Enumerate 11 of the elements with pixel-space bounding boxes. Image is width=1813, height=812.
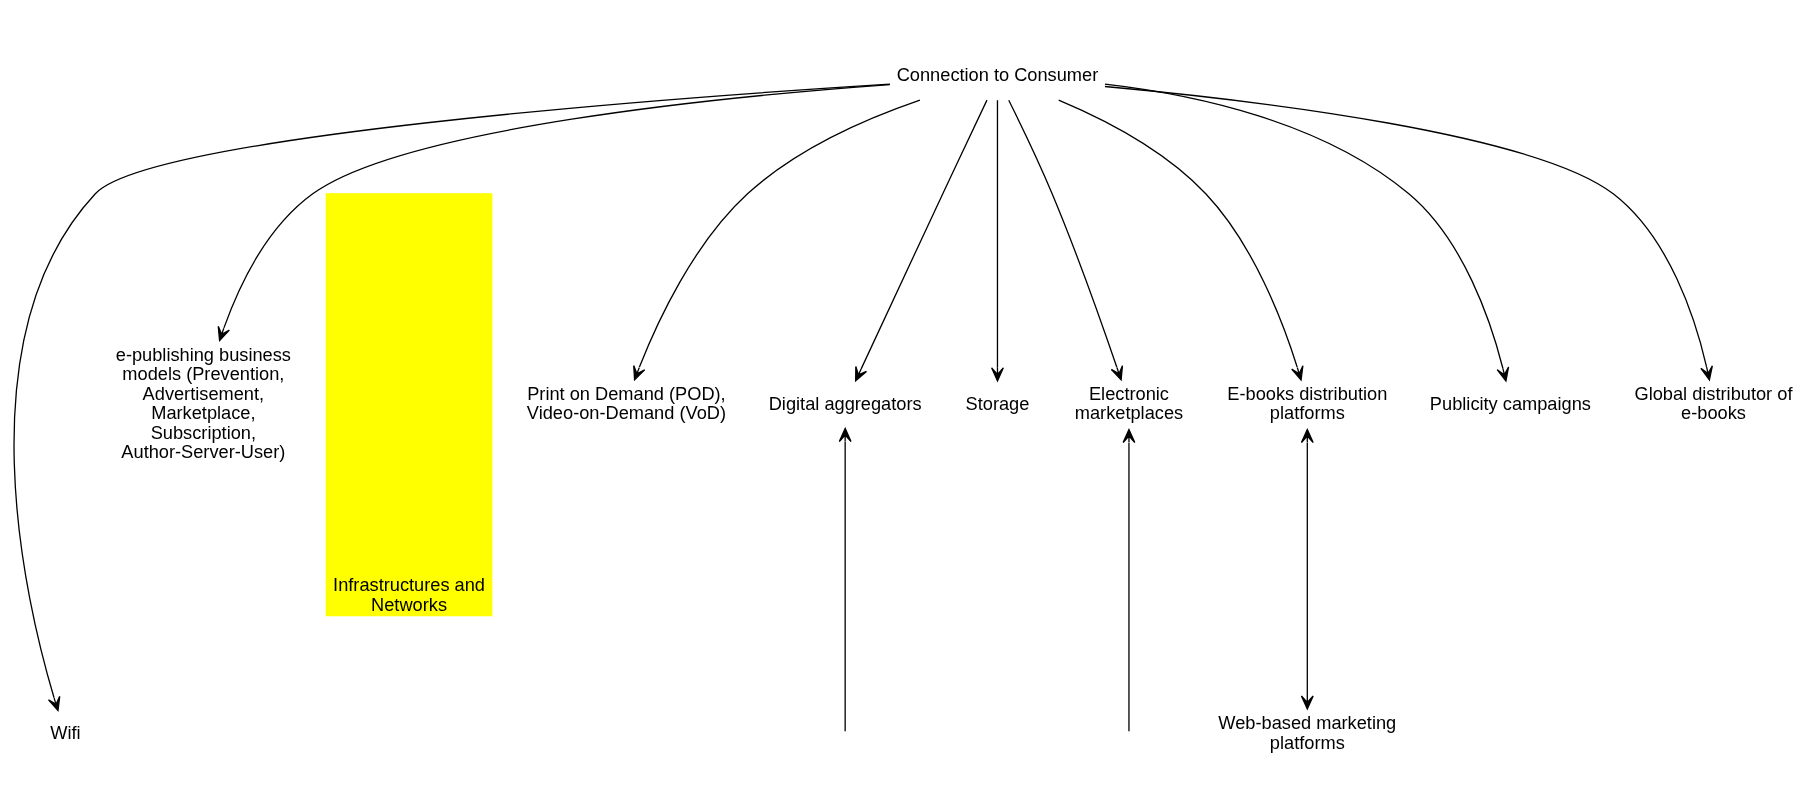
node-text: Digital aggregators (768, 393, 922, 414)
node-text: Storage (965, 393, 1030, 414)
node-text: Electronic marketplaces (1074, 383, 1184, 424)
node-text: Publicity campaigns (1429, 393, 1591, 414)
node-text: Connection to Consumer (896, 65, 1099, 86)
node-text: e-publishing business models (Prevention, Advertisement, Marketplace, Subscription, Author-Server-User) (115, 344, 291, 463)
node-text: Web-based marketing platforms (1218, 713, 1397, 753)
node-text: Wifi (50, 722, 81, 743)
node-text: E-books distribution platforms (1227, 383, 1388, 424)
node-text: Global distributor of e-books (1634, 383, 1793, 424)
node-text: Print on Demand (POD), Video-on-Demand (VoD) (526, 383, 727, 424)
